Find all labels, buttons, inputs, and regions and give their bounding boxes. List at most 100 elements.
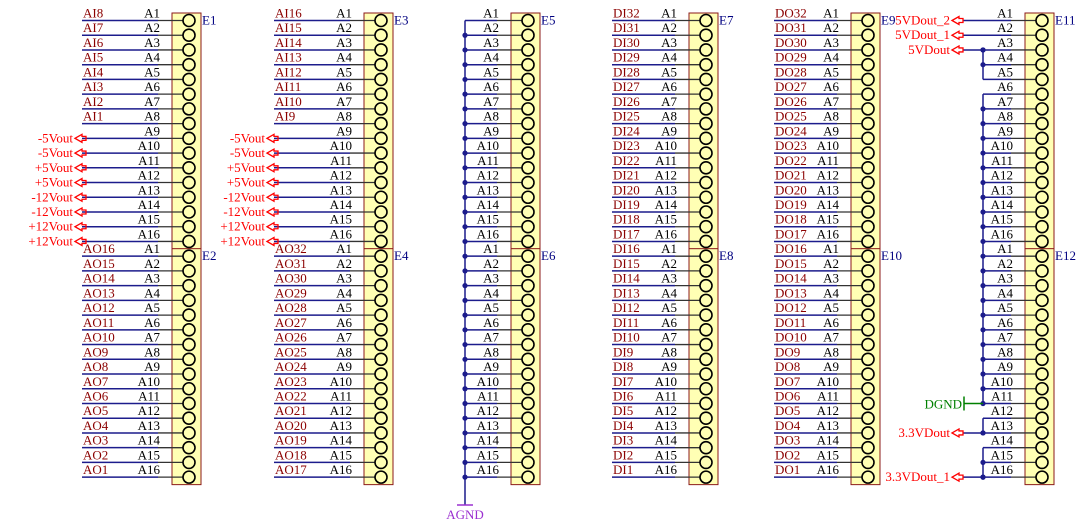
pin-number: A11 <box>991 153 1013 168</box>
pin-contact <box>1035 455 1049 470</box>
net-label: AO26 <box>275 330 307 345</box>
pin-number: A3 <box>336 35 352 50</box>
net-label: AI14 <box>275 35 302 50</box>
pin-number: A7 <box>336 94 352 109</box>
pin-number: A3 <box>997 35 1013 50</box>
pin-contact <box>1035 116 1049 131</box>
pin-number: A3 <box>661 271 677 286</box>
pin-contact <box>374 102 388 116</box>
pin-contact <box>699 249 713 263</box>
pin-number: A5 <box>336 64 352 79</box>
pin-number: A16 <box>655 462 678 477</box>
pin-number: A2 <box>336 20 352 35</box>
pin-contact <box>861 249 875 263</box>
power-port-arrow-icon <box>265 192 279 203</box>
junction-dot <box>980 283 986 289</box>
power-port-arrow-icon <box>73 206 87 218</box>
pin-number: A14 <box>330 197 353 212</box>
pin-number: A9 <box>144 359 160 374</box>
pin-contact <box>1035 102 1049 116</box>
net-label: AO6 <box>83 388 109 403</box>
pin-contact <box>1035 43 1049 57</box>
pin-number: A7 <box>483 94 499 109</box>
pin-contact <box>521 381 535 396</box>
pin-number: A11 <box>817 388 839 403</box>
pin-number: A10 <box>138 138 160 153</box>
power-port-label: +12Vout <box>28 219 73 234</box>
net-label: AI9 <box>275 109 295 124</box>
junction-dot <box>980 135 986 141</box>
net-label: AI6 <box>83 35 104 50</box>
pin-number: A14 <box>138 433 161 448</box>
junction-dot <box>980 62 986 68</box>
pin-contact <box>1035 72 1049 87</box>
pin-number: A1 <box>823 6 839 21</box>
net-label: AO31 <box>275 256 307 271</box>
net-label: DI16 <box>613 241 640 256</box>
pin-number: A4 <box>997 50 1013 65</box>
net-label: DI15 <box>613 256 640 271</box>
pin-number: A2 <box>997 256 1013 271</box>
pin-number: A14 <box>477 197 500 212</box>
pin-number: A10 <box>991 138 1013 153</box>
pin-contact <box>699 264 713 278</box>
pin-contact <box>861 131 875 146</box>
net-label: DI31 <box>613 20 640 35</box>
pin-contact <box>374 205 388 219</box>
net-label: DI28 <box>613 64 640 79</box>
junction-dot <box>980 209 986 215</box>
pin-contact <box>1035 146 1049 160</box>
pin-contact <box>699 146 713 160</box>
pin-contact <box>699 337 713 352</box>
net-label: DO14 <box>775 271 807 286</box>
pin-contact <box>861 161 875 175</box>
pin-contact <box>521 102 535 116</box>
pin-number: A3 <box>997 271 1013 286</box>
net-label: AI1 <box>83 109 103 124</box>
pin-number: A9 <box>144 123 160 138</box>
pin-contact <box>182 146 196 160</box>
junction-dot <box>980 194 986 200</box>
pin-number: A7 <box>823 94 839 109</box>
power-port-arrow-icon <box>73 147 87 159</box>
junction-dot <box>980 459 986 465</box>
power-port-arrow-icon <box>265 236 279 247</box>
pin-number: A16 <box>330 226 353 241</box>
net-label: DO2 <box>775 447 800 462</box>
pin-number: A4 <box>997 285 1013 300</box>
net-label: DO16 <box>775 241 807 256</box>
net-label: AO13 <box>83 285 115 300</box>
pin-number: A12 <box>330 403 352 418</box>
pin-contact <box>374 190 388 205</box>
pin-number: A11 <box>138 153 160 168</box>
pin-number: A12 <box>138 168 160 183</box>
pin-contact <box>1035 28 1049 43</box>
pin-number: A9 <box>336 359 352 374</box>
pin-contact <box>521 426 535 440</box>
net-label: AO16 <box>83 241 115 256</box>
pin-contact <box>861 367 875 381</box>
net-label: DI18 <box>613 212 640 227</box>
pin-contact <box>1035 205 1049 219</box>
net-label: DI29 <box>613 50 640 65</box>
pin-contact <box>861 293 875 308</box>
pin-number: A11 <box>991 388 1013 403</box>
pin-number: A14 <box>991 433 1014 448</box>
pin-contact <box>699 87 713 101</box>
pin-contact <box>861 470 875 484</box>
pin-number: A1 <box>823 241 839 256</box>
pin-contact <box>861 323 875 337</box>
net-label: DI19 <box>613 197 640 212</box>
pin-contact <box>861 116 875 131</box>
pin-number: A15 <box>138 447 160 462</box>
junction-dot <box>980 474 986 480</box>
pin-number: A16 <box>655 226 678 241</box>
net-label: DO28 <box>775 64 807 79</box>
junction-dot <box>980 106 986 112</box>
pin-number: A8 <box>661 344 677 359</box>
pin-number: A15 <box>330 212 352 227</box>
power-port-label: 5VDout_2 <box>895 13 950 28</box>
pin-contact <box>182 219 196 234</box>
pin-contact <box>861 396 875 411</box>
power-port-arrow-icon <box>73 177 87 188</box>
